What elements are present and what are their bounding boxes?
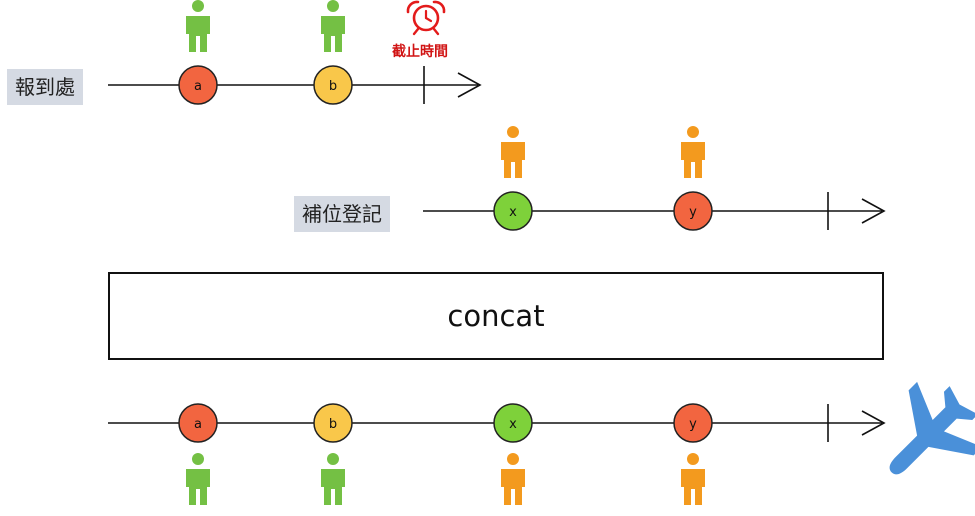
output-marble-label-b: b [329,417,337,432]
output-person-icon-y [681,453,705,505]
marbles-layer: a b x y a b x y [178,0,713,505]
checkin-timeline [108,66,482,104]
deadline-label: 截止時間 [392,44,448,60]
output-marble-label-y: y [689,417,697,432]
operator-box: concat [108,272,884,360]
standby-timeline [423,192,886,230]
standby-marble-y [673,191,713,231]
standby-marble-label-x: x [509,205,517,220]
checkin-marble-a [178,65,218,105]
checkin-person-icon-a [186,0,210,52]
airplane-icon [889,381,975,475]
checkin-label: 報到處 [7,69,83,105]
output-marble-y [673,403,713,443]
output-marble-a [178,403,218,443]
standby-person-icon-y [681,126,705,178]
output-marble-label-a: a [194,417,202,432]
checkin-marble-b [313,65,353,105]
alarm-clock-icon [406,0,446,36]
operator-label: concat [447,299,545,333]
output-arrowhead [861,410,886,436]
checkin-person-icon-b [321,0,345,52]
output-person-icon-b [321,453,345,505]
output-marble-label-x: x [509,417,517,432]
output-person-icon-a [186,453,210,505]
output-marble-b [313,403,353,443]
output-person-icon-x [501,453,525,505]
checkin-marble-label-b: b [329,79,337,94]
standby-person-icon-x [501,126,525,178]
standby-marble-label-y: y [689,205,697,220]
checkin-marble-label-a: a [194,79,202,94]
output-marble-x [493,403,533,443]
standby-marble-x [493,191,533,231]
checkin-arrowhead [457,72,482,98]
standby-arrowhead [861,198,886,224]
standby-label: 補位登記 [294,196,390,232]
